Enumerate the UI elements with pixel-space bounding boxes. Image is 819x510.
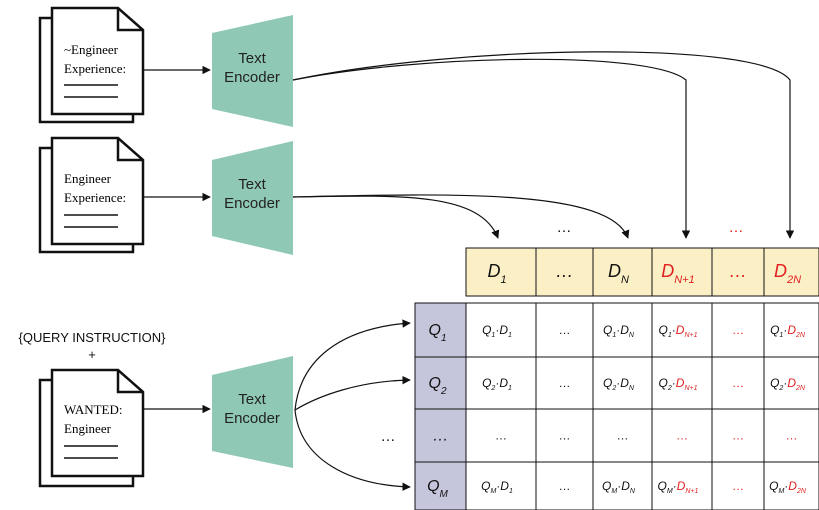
- encoder-2-line1: Text: [238, 176, 266, 193]
- score-cell: [763, 408, 819, 463]
- doc-header-cell: [592, 247, 653, 297]
- score-label: Q2·DN: [603, 376, 635, 392]
- doc-header-cell: [763, 247, 819, 297]
- query-label: …: [433, 428, 449, 445]
- score-cell: [651, 461, 713, 510]
- document-1-line2: Experience:: [64, 61, 126, 76]
- score-cell: [711, 356, 765, 410]
- score-ellipsis: …: [559, 479, 571, 493]
- score-label: QM·D2N: [769, 479, 807, 495]
- document-2-line1: Engineer: [64, 171, 112, 186]
- score-ellipsis: …: [732, 323, 744, 337]
- doc-header-cell: [535, 247, 594, 297]
- document-icon-1: ~Engineer Experience:: [38, 6, 145, 124]
- text-encoder-1: Text Encoder: [212, 15, 293, 127]
- score-cell: [763, 461, 819, 510]
- document-icon-2: Engineer Experience:: [38, 136, 145, 254]
- arrow-encoder1-to-d2N: [292, 51, 795, 239]
- query-cell: [414, 461, 467, 510]
- doc-header-label: DN: [608, 261, 629, 286]
- score-cell: [651, 408, 713, 463]
- document-2-line2: Experience:: [64, 190, 126, 205]
- arrow-encoder3-to-q1: [294, 319, 411, 411]
- score-label: Q1·DN+1: [659, 323, 698, 339]
- score-ellipsis: …: [732, 376, 744, 390]
- score-ellipsis: …: [617, 429, 629, 443]
- score-cell: [465, 302, 537, 358]
- score-label: Q2·D1: [482, 376, 512, 392]
- query-label: QM: [427, 478, 448, 500]
- score-cell: [592, 461, 653, 510]
- score-label: Q1·D2N: [770, 323, 806, 339]
- document-3-line1: WANTED:: [64, 402, 123, 417]
- encoder-2-line2: Encoder: [224, 195, 280, 212]
- score-ellipsis: …: [732, 479, 744, 493]
- query-instruction-label: {QUERY INSTRUCTION}: [19, 330, 167, 345]
- score-cell: [535, 356, 594, 410]
- document-1-line1: ~Engineer: [64, 42, 119, 57]
- doc-header-label: D1: [487, 261, 506, 286]
- doc-header-label: …: [556, 261, 574, 281]
- plus-sign: +: [88, 347, 96, 362]
- encoder-1-line1: Text: [238, 50, 266, 67]
- query-cell: [414, 356, 467, 410]
- score-ellipsis: …: [732, 429, 744, 443]
- score-ellipsis: …: [786, 429, 798, 443]
- arrow-encoder2-to-d1: [292, 195, 500, 239]
- score-ellipsis: …: [559, 429, 571, 443]
- encoder-1-line2: Encoder: [224, 69, 280, 86]
- text-encoder-2: Text Encoder: [212, 141, 293, 255]
- score-label: Q2·DN+1: [659, 376, 698, 392]
- arrow-encoder1-to-dN1: [292, 58, 691, 239]
- score-label: QM·DN: [602, 479, 636, 495]
- score-cell: [763, 356, 819, 410]
- score-label: QM·DN+1: [658, 479, 699, 495]
- encoder-3-line2: Encoder: [224, 410, 280, 427]
- left-ellipsis: …: [381, 428, 396, 445]
- score-cell: [763, 302, 819, 358]
- score-label: Q1·D1: [482, 323, 512, 339]
- encoder-3-line1: Text: [238, 391, 266, 408]
- text-encoder-3: Text Encoder: [212, 356, 293, 468]
- arrow-encoder3-to-qM: [294, 409, 411, 491]
- score-ellipsis: …: [495, 429, 507, 443]
- score-cell: [651, 302, 713, 358]
- top-ellipsis-black: …: [557, 219, 572, 236]
- query-label: Q1: [428, 322, 446, 344]
- score-cell: [592, 302, 653, 358]
- arrow-encoder2-to-dN: [292, 194, 630, 239]
- document-icon-3: WANTED: Engineer: [38, 368, 145, 488]
- top-ellipsis-red: …: [729, 219, 744, 236]
- doc-header-cell: [711, 247, 765, 297]
- score-ellipsis: …: [676, 429, 688, 443]
- doc-header-label: D2N: [774, 261, 801, 286]
- similarity-matrix: D1 … DN DN+1 … D2N Q1 Q1·D1 … Q1·DN Q1·DN+1 … Q1·D2N…: [414, 247, 819, 510]
- arrow-encoder3-to-q2: [294, 375, 411, 411]
- score-label: QM·D1: [481, 479, 513, 495]
- doc-header-cell: [465, 247, 537, 297]
- query-label: Q2: [428, 375, 446, 397]
- score-label: Q1·DN: [603, 323, 635, 339]
- document-3-line2: Engineer: [64, 421, 112, 436]
- score-cell: [465, 356, 537, 410]
- doc-header-label: DN+1: [661, 261, 695, 286]
- score-ellipsis: …: [559, 323, 571, 337]
- score-label: Q2·D2N: [770, 376, 806, 392]
- doc-header-cell: [651, 247, 713, 297]
- query-cell: [414, 302, 467, 358]
- score-cell: [592, 356, 653, 410]
- score-cell: [711, 302, 765, 358]
- score-ellipsis: …: [559, 376, 571, 390]
- doc-header-label: …: [729, 261, 747, 281]
